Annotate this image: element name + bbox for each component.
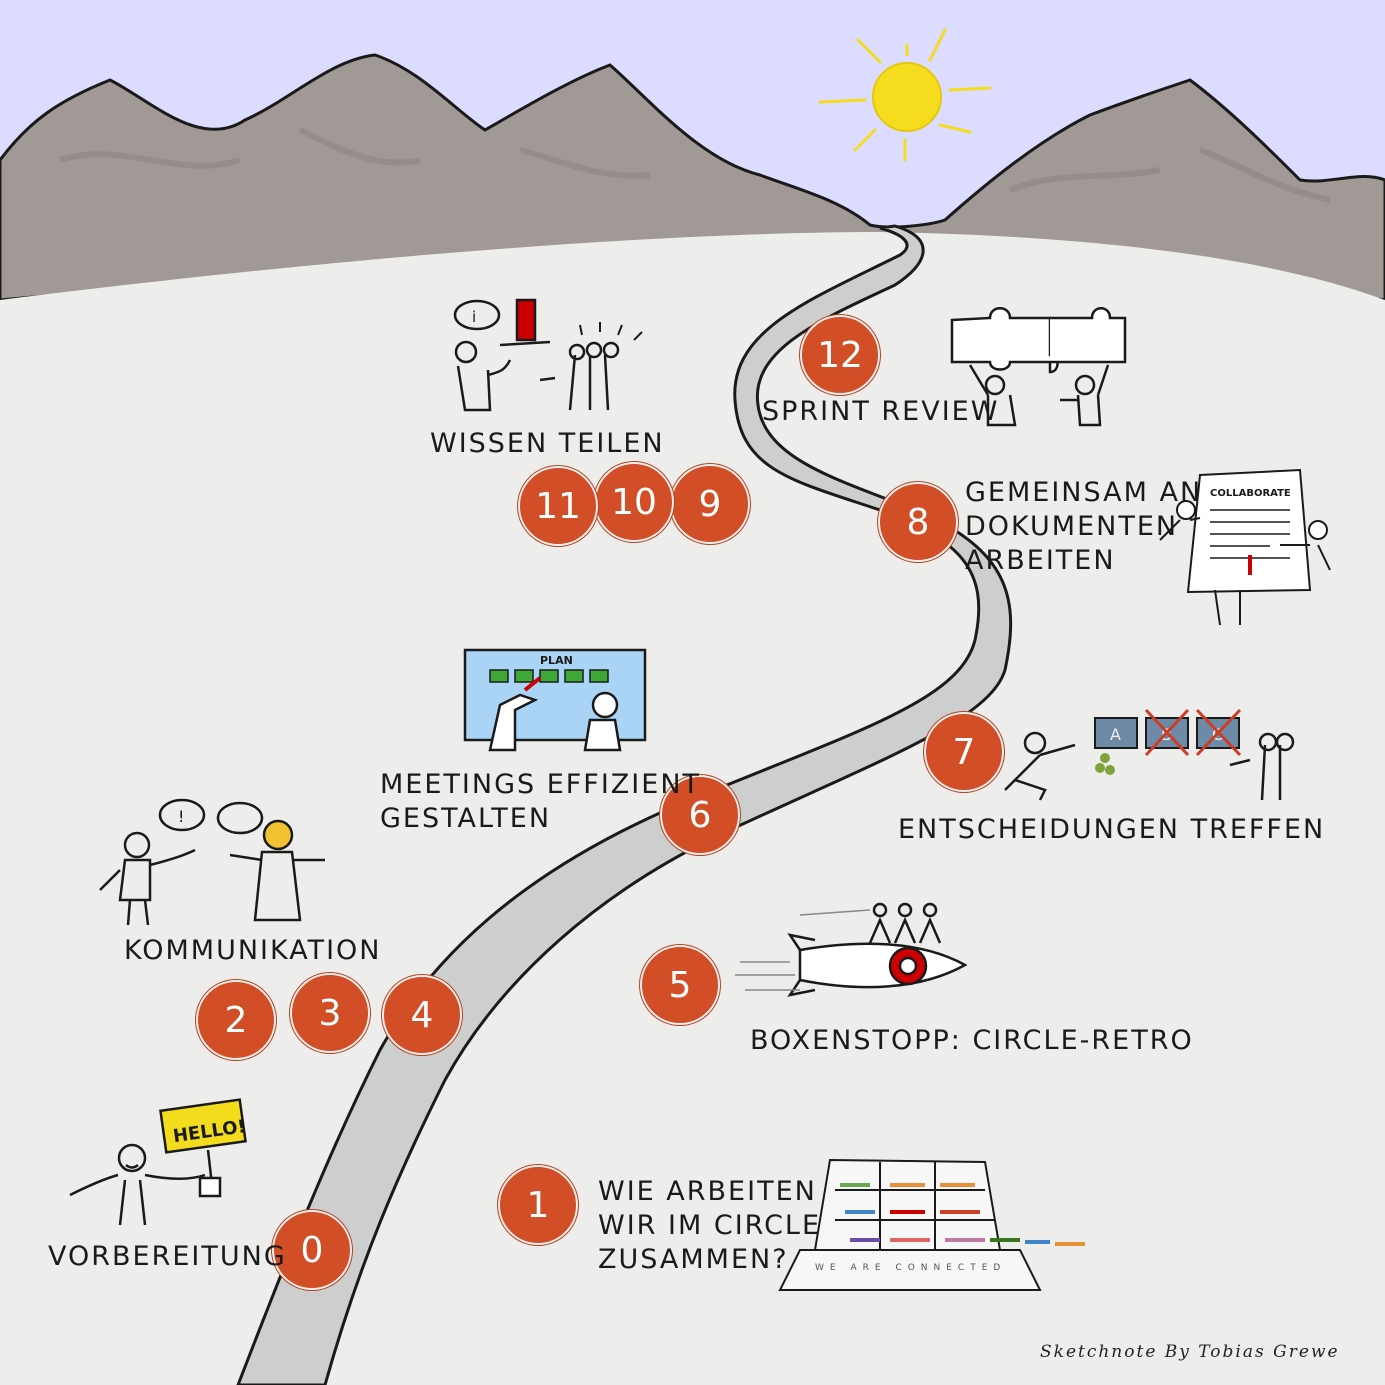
people-talking-icon: ! bbox=[99, 798, 325, 926]
step-badge-11[interactable]: 11 bbox=[518, 466, 598, 546]
label-step-1-line-3: zusammen? bbox=[598, 1244, 789, 1275]
rocket-icon bbox=[735, 902, 968, 997]
plan-board-title: PLAN bbox=[540, 654, 573, 667]
step-number-11: 11 bbox=[535, 485, 581, 527]
laptop-people-icon: WE ARE CONNECTED bbox=[778, 1158, 1085, 1291]
hello-sign-icon: HELLO! bbox=[69, 1098, 247, 1226]
step-number-7: 7 bbox=[952, 731, 976, 773]
step-badge-7[interactable]: 7 bbox=[924, 712, 1004, 792]
step-badge-2[interactable]: 2 bbox=[196, 980, 276, 1060]
step-number-8: 8 bbox=[906, 501, 930, 543]
step-number-3: 3 bbox=[318, 992, 342, 1034]
step-number-9: 9 bbox=[698, 483, 722, 525]
info-sharing-icon: i bbox=[453, 298, 643, 412]
step-number-0: 0 bbox=[300, 1229, 324, 1271]
label-entscheidungen: Entscheidungen treffen bbox=[898, 814, 1326, 845]
step-badge-10[interactable]: 10 bbox=[594, 462, 674, 542]
step-badge-0[interactable]: 0 bbox=[272, 1210, 352, 1290]
label-meetings: Meetings effizient gestalten bbox=[380, 768, 701, 836]
puzzle-icon bbox=[950, 307, 1127, 427]
step-badge-5[interactable]: 5 bbox=[640, 945, 720, 1025]
label-gemeinsam-line-3: arbeiten bbox=[965, 545, 1116, 576]
label-kommunikation: Kommunikation bbox=[124, 935, 382, 966]
step-badge-1[interactable]: 1 bbox=[498, 1165, 578, 1245]
label-vorbereitung: Vorbereitung bbox=[48, 1241, 287, 1272]
decision-box-a: A bbox=[1110, 725, 1121, 744]
step-number-10: 10 bbox=[611, 481, 657, 523]
step-number-12: 12 bbox=[817, 334, 863, 376]
step-badge-9[interactable]: 9 bbox=[670, 464, 750, 544]
label-sprint-review: Sprint Review bbox=[762, 396, 1000, 427]
decision-boxes-icon: A B C bbox=[1004, 708, 1295, 801]
label-step-1-line-1: Wie arbeiten bbox=[598, 1176, 817, 1207]
collaborate-document-icon: COLLABORATE bbox=[1159, 468, 1331, 626]
step-badge-12[interactable]: 12 bbox=[800, 315, 880, 395]
label-step-1-line-2: wir im Circle bbox=[598, 1210, 822, 1241]
label-gemeinsam: Gemeinsam an Dokumenten arbeiten bbox=[965, 476, 1202, 578]
laptop-keyboard-text: WE ARE CONNECTED bbox=[815, 1263, 1006, 1273]
collaborate-title: COLLABORATE bbox=[1210, 488, 1291, 499]
step-number-5: 5 bbox=[668, 964, 692, 1006]
label-gemeinsam-line-1: Gemeinsam an bbox=[965, 477, 1203, 508]
plan-board-icon: PLAN bbox=[463, 648, 647, 752]
svg-text:!: ! bbox=[178, 807, 184, 826]
step-number-2: 2 bbox=[224, 999, 248, 1041]
step-badge-4[interactable]: 4 bbox=[382, 975, 462, 1055]
step-badge-6[interactable]: 6 bbox=[660, 775, 740, 855]
label-wissen-teilen: Wissen teilen bbox=[430, 428, 665, 459]
step-badge-8[interactable]: 8 bbox=[878, 482, 958, 562]
label-boxenstopp: Boxenstopp: Circle-Retro bbox=[750, 1025, 1194, 1056]
label-meetings-line-1: Meetings effizient bbox=[380, 769, 702, 800]
step-number-4: 4 bbox=[410, 994, 434, 1036]
mountain-texture bbox=[59, 127, 1331, 203]
label-step-1: Wie arbeiten wir im Circle zusammen? bbox=[598, 1175, 821, 1277]
step-badge-3[interactable]: 3 bbox=[290, 973, 370, 1053]
step-number-6: 6 bbox=[688, 794, 712, 836]
label-gemeinsam-line-2: Dokumenten bbox=[965, 511, 1179, 542]
step-number-1: 1 bbox=[526, 1184, 550, 1226]
sun-icon bbox=[818, 28, 992, 162]
label-meetings-line-2: gestalten bbox=[380, 803, 552, 834]
info-bubble-text: i bbox=[472, 308, 476, 326]
credit-text: Sketchnote By Tobias Grewe bbox=[1040, 1342, 1340, 1362]
